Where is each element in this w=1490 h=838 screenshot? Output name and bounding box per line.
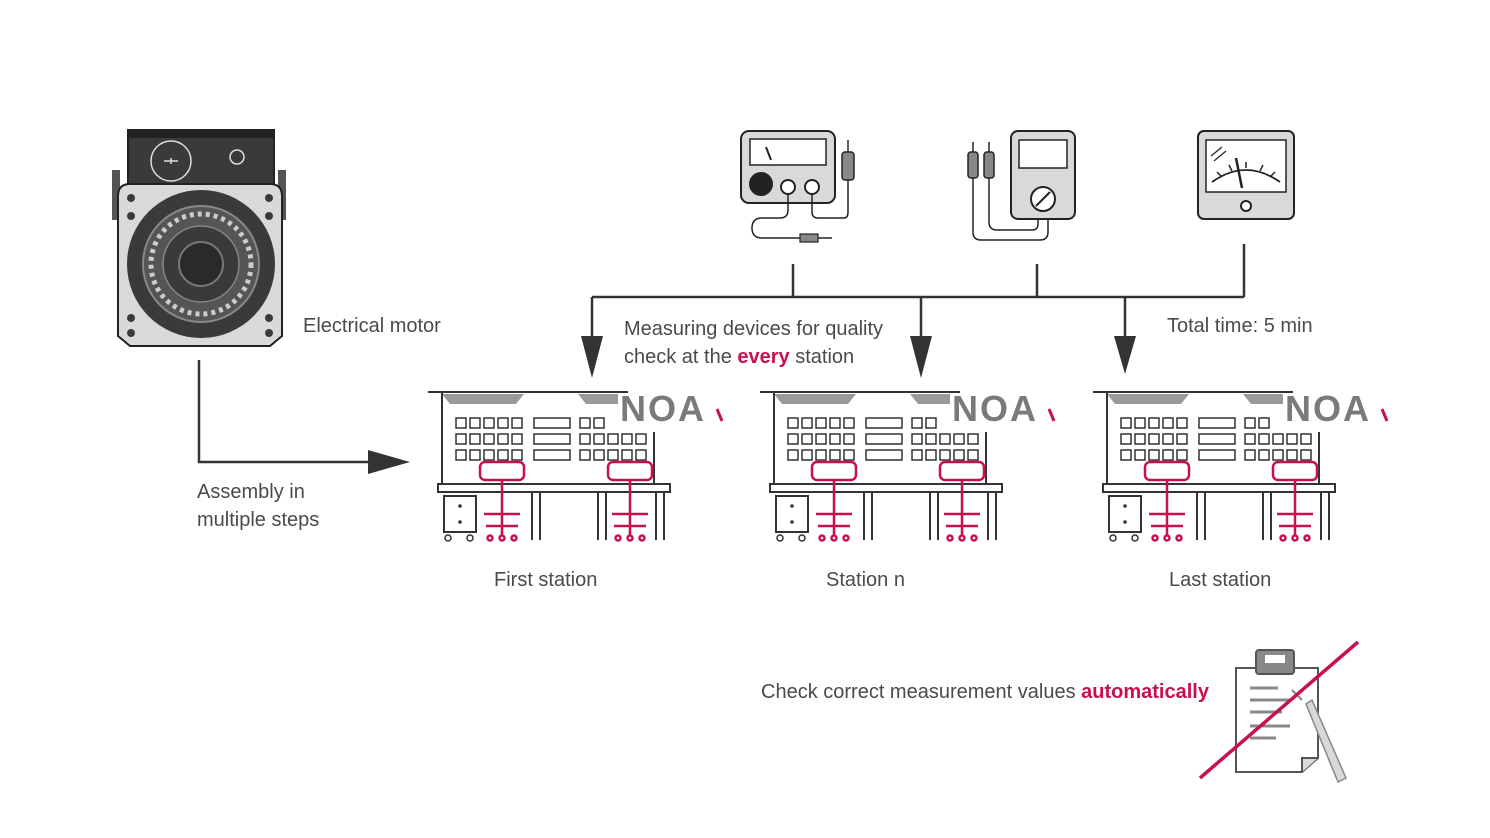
cross-out-line xyxy=(1198,640,1360,780)
analog-multimeter-icon xyxy=(740,130,855,243)
motor-label: Electrical motor xyxy=(303,315,441,337)
assembly-label-line1: Assembly in xyxy=(197,481,305,503)
electric-motor-icon xyxy=(112,129,286,347)
station-name: Station n xyxy=(826,569,905,591)
assembly-label-line2: multiple steps xyxy=(197,509,320,531)
device-connector-lines xyxy=(590,244,1246,340)
station-brand: NOA xyxy=(1285,388,1371,429)
analog-meter-icon xyxy=(1197,130,1295,220)
assembly-label: Assembly in multiple steps xyxy=(197,478,319,534)
check-label-pre: Check correct measurement values xyxy=(761,681,1082,703)
total-time-label: Total time: 5 min xyxy=(1167,315,1313,337)
check-values-label: Check correct measurement values automat… xyxy=(761,678,1209,706)
check-label-emphasis: automatically xyxy=(1081,681,1209,703)
station-arrows xyxy=(581,336,1136,378)
measuring-label-post: station xyxy=(789,346,855,368)
station-brand: NOA xyxy=(620,388,706,429)
station-name: Last station xyxy=(1169,569,1272,591)
checklist-icon xyxy=(1235,649,1319,773)
measuring-label-line2: check at the every station xyxy=(624,343,883,371)
measuring-label-line1: Measuring devices for quality xyxy=(624,318,884,340)
station-name: First station xyxy=(494,569,598,591)
pen-icon xyxy=(1305,698,1347,784)
digital-multimeter-icon xyxy=(967,130,1076,241)
station-brand: NOA xyxy=(952,388,1038,429)
assembly-arrow xyxy=(197,360,410,474)
measuring-label-emphasis: every xyxy=(737,346,790,368)
measuring-devices-label: Measuring devices for quality check at t… xyxy=(624,315,883,371)
measuring-label-pre: check at the xyxy=(624,346,738,368)
